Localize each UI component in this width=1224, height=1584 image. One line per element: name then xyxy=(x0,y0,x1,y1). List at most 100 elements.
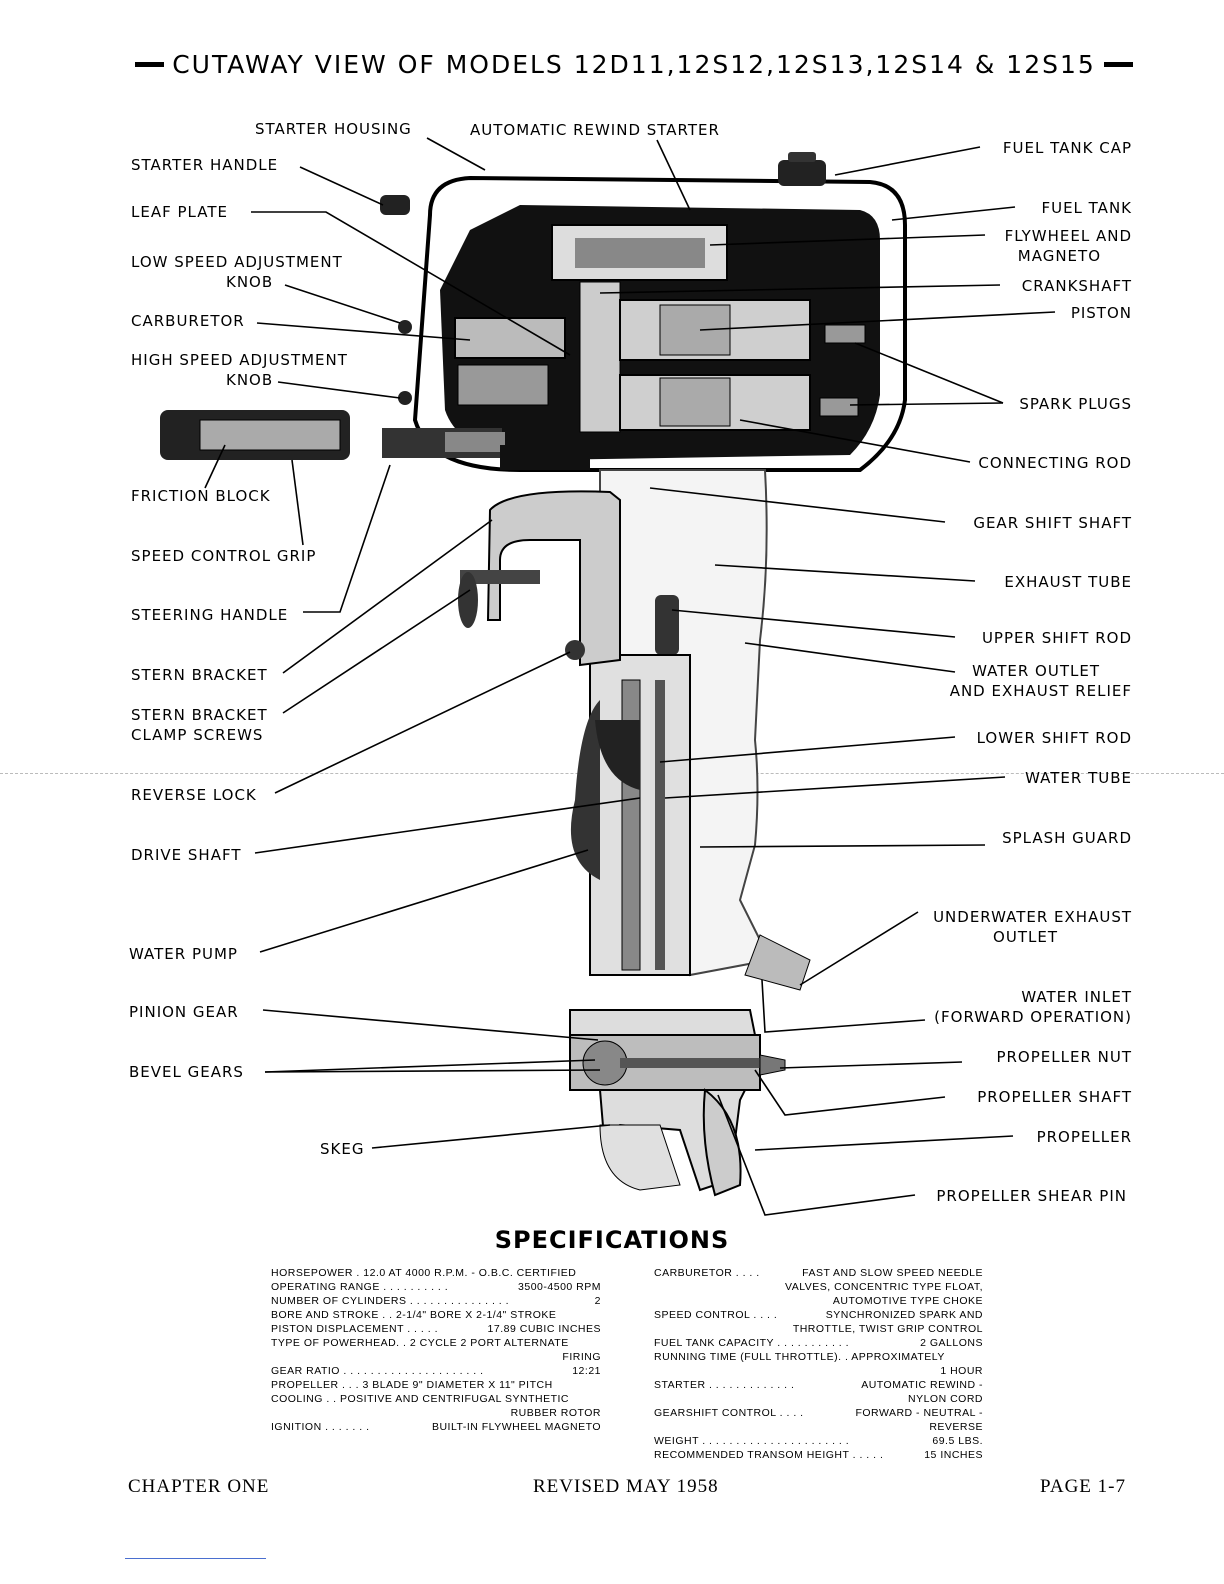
spec-key: GEARSHIFT CONTROL . . . . xyxy=(654,1407,804,1419)
spec-key: TYPE OF POWERHEAD. . 2 CYCLE 2 PORT ALTE… xyxy=(271,1337,569,1349)
spec-row: TYPE OF POWERHEAD. . 2 CYCLE 2 PORT ALTE… xyxy=(271,1336,601,1350)
title-rule-right xyxy=(1103,61,1134,67)
spec-row: WEIGHT . . . . . . . . . . . . . . . . .… xyxy=(654,1434,983,1448)
label-reverse-lock: REVERSE LOCK xyxy=(131,786,257,804)
label-exhaust-relief: AND EXHAUST RELIEF xyxy=(949,682,1132,700)
spec-key: NUMBER OF CYLINDERS . . . . . . . . . . … xyxy=(271,1295,510,1307)
label-stern-bracket: STERN BRACKET xyxy=(131,666,268,684)
spec-value: 17.89 CUBIC INCHES xyxy=(487,1323,601,1335)
spec-value: 3500-4500 RPM xyxy=(518,1281,601,1293)
spec-row: PISTON DISPLACEMENT . . . . .17.89 CUBIC… xyxy=(271,1322,601,1336)
label-starter-housing: STARTER HOUSING xyxy=(255,120,412,138)
label-stern-bracket-clamp: STERN BRACKET xyxy=(131,706,268,724)
label-high-speed-adjustment: HIGH SPEED ADJUSTMENT xyxy=(131,351,348,369)
specifications-heading: SPECIFICATIONS xyxy=(494,1226,730,1254)
propeller-shaft-shape xyxy=(620,1058,770,1068)
label-exhaust-tube: EXHAUST TUBE xyxy=(1004,573,1132,591)
spec-key: SPEED CONTROL . . . . xyxy=(654,1309,778,1321)
label-leaf-plate: LEAF PLATE xyxy=(131,203,228,221)
reverse-lock-shape xyxy=(565,640,585,660)
label-automatic-rewind-starter: AUTOMATIC REWIND STARTER xyxy=(470,121,720,139)
spark-plug-upper xyxy=(824,324,866,344)
spec-key: IGNITION . . . . . . . xyxy=(271,1421,370,1433)
spec-value: 2 GALLONS xyxy=(920,1337,983,1349)
label-carburetor: CARBURETOR xyxy=(131,312,245,330)
bottom-link-underline xyxy=(125,1558,266,1559)
spec-row: AUTOMOTIVE TYPE CHOKE xyxy=(654,1294,983,1308)
spec-key: STARTER . . . . . . . . . . . . . xyxy=(654,1379,795,1391)
specifications-right-column: CARBURETOR . . . .FAST AND SLOW SPEED NE… xyxy=(654,1266,983,1462)
spec-value: AUTOMATIC REWIND - xyxy=(861,1379,983,1391)
label-clamp-screws: CLAMP SCREWS xyxy=(131,726,264,744)
crankcase-shape xyxy=(579,281,621,433)
label-flywheel-and: FLYWHEEL AND xyxy=(1004,227,1132,245)
label-water-outlet: WATER OUTLET xyxy=(972,662,1100,680)
label-gear-shift-shaft: GEAR SHIFT SHAFT xyxy=(973,514,1132,532)
clamp-screw-shape xyxy=(460,570,540,584)
label-propeller-nut: PROPELLER NUT xyxy=(996,1048,1132,1066)
spec-row: BORE AND STROKE . . 2-1/4" BORE X 2-1/4"… xyxy=(271,1308,601,1322)
label-friction-block: FRICTION BLOCK xyxy=(131,487,271,505)
water-tube-shape xyxy=(655,680,665,970)
label-speed-control-grip: SPEED CONTROL GRIP xyxy=(131,547,317,565)
label-skeg: SKEG xyxy=(320,1140,365,1158)
spec-value: THROTTLE, TWIST GRIP CONTROL xyxy=(792,1323,983,1335)
spec-row: IGNITION . . . . . . . BUILT-IN FLYWHEEL … xyxy=(271,1420,601,1434)
spec-key: RECOMMENDED TRANSOM HEIGHT . . . . . xyxy=(654,1449,884,1461)
spec-row: HORSEPOWER . 12.0 AT 4000 R.P.M. - O.B.C… xyxy=(271,1266,601,1280)
label-underwater-exhaust: UNDERWATER EXHAUST xyxy=(933,908,1132,926)
spec-row: NYLON CORD xyxy=(654,1392,983,1406)
label-propeller-shear-pin: PROPELLER SHEAR PIN xyxy=(936,1187,1127,1205)
label-connecting-rod: CONNECTING ROD xyxy=(978,454,1132,472)
spec-key: OPERATING RANGE . . . . . . . . . . xyxy=(271,1281,449,1293)
spec-value: FIRING xyxy=(562,1351,601,1363)
spec-row: FUEL TANK CAPACITY . . . . . . . . . . .… xyxy=(654,1336,983,1350)
spec-value: RUBBER ROTOR xyxy=(510,1407,601,1419)
label-forward-operation: (FORWARD OPERATION) xyxy=(934,1008,1132,1026)
spec-key: WEIGHT . . . . . . . . . . . . . . . . .… xyxy=(654,1435,850,1447)
spec-value: REVERSE xyxy=(929,1421,983,1433)
spec-value: SYNCHRONIZED SPARK AND xyxy=(825,1309,983,1321)
splash-guard-shape xyxy=(570,700,600,880)
spec-row: OPERATING RANGE . . . . . . . . . . 3500-… xyxy=(271,1280,601,1294)
label-low-speed-knob: KNOB xyxy=(226,273,274,291)
spec-key: COOLING . . POSITIVE AND CENTRIFUGAL SYN… xyxy=(271,1393,569,1405)
spec-row: CARBURETOR . . . .FAST AND SLOW SPEED NE… xyxy=(654,1266,983,1280)
spec-value: AUTOMOTIVE TYPE CHOKE xyxy=(832,1295,983,1307)
label-water-inlet: WATER INLET xyxy=(1021,988,1132,1006)
spark-plug-lower xyxy=(819,397,859,417)
starter-handle-shape xyxy=(380,195,410,215)
spec-key: FUEL TANK CAPACITY . . . . . . . . . . . xyxy=(654,1337,850,1349)
spec-value: 12:21 xyxy=(572,1365,601,1377)
label-splash-guard: SPLASH GUARD xyxy=(1002,829,1132,847)
spec-row: PROPELLER . . . 3 BLADE 9" DIAMETER X 11… xyxy=(271,1378,601,1392)
spec-row: VALVES, CONCENTRIC TYPE FLOAT, xyxy=(654,1280,983,1294)
label-bevel-gears: BEVEL GEARS xyxy=(129,1063,244,1081)
carburetor-shape xyxy=(454,317,566,359)
specifications-left-column: HORSEPOWER . 12.0 AT 4000 R.P.M. - O.B.C… xyxy=(271,1266,601,1434)
spec-value: FORWARD - NEUTRAL - xyxy=(855,1407,983,1419)
fuel-tank-cap-shape xyxy=(778,160,826,186)
title-rule-left xyxy=(135,61,165,67)
title-row: CUTAWAY VIEW OF MODELS 12D11,12S12,12S13… xyxy=(135,44,1134,84)
spec-row: NUMBER OF CYLINDERS . . . . . . . . . . … xyxy=(271,1294,601,1308)
spec-row: THROTTLE, TWIST GRIP CONTROL xyxy=(654,1322,983,1336)
label-spark-plugs: SPARK PLUGS xyxy=(1019,395,1132,413)
spec-value: 2 xyxy=(594,1295,601,1307)
label-piston: PISTON xyxy=(1070,304,1132,322)
spec-key: GEAR RATIO . . . . . . . . . . . . . . .… xyxy=(271,1365,484,1377)
spec-row: RUNNING TIME (FULL THROTTLE). . APPROXIM… xyxy=(654,1350,983,1364)
spec-value: 1 HOUR xyxy=(940,1365,983,1377)
spec-value: BUILT-IN FLYWHEEL MAGNETO xyxy=(431,1421,601,1433)
skeg-shape xyxy=(599,1124,681,1191)
spec-key: BORE AND STROKE . . 2-1/4" BORE X 2-1/4"… xyxy=(271,1309,557,1321)
page-title: CUTAWAY VIEW OF MODELS 12D11,12S12,12S13… xyxy=(172,49,1096,79)
stern-bracket-shape xyxy=(486,490,621,667)
label-starter-handle: STARTER HANDLE xyxy=(131,156,279,174)
propeller-nut-shape xyxy=(759,1054,786,1076)
spec-value: VALVES, CONCENTRIC TYPE FLOAT, xyxy=(784,1281,983,1293)
label-steering-handle: STEERING HANDLE xyxy=(131,606,289,624)
spec-key: RUNNING TIME (FULL THROTTLE). . APPROXIM… xyxy=(654,1351,945,1363)
